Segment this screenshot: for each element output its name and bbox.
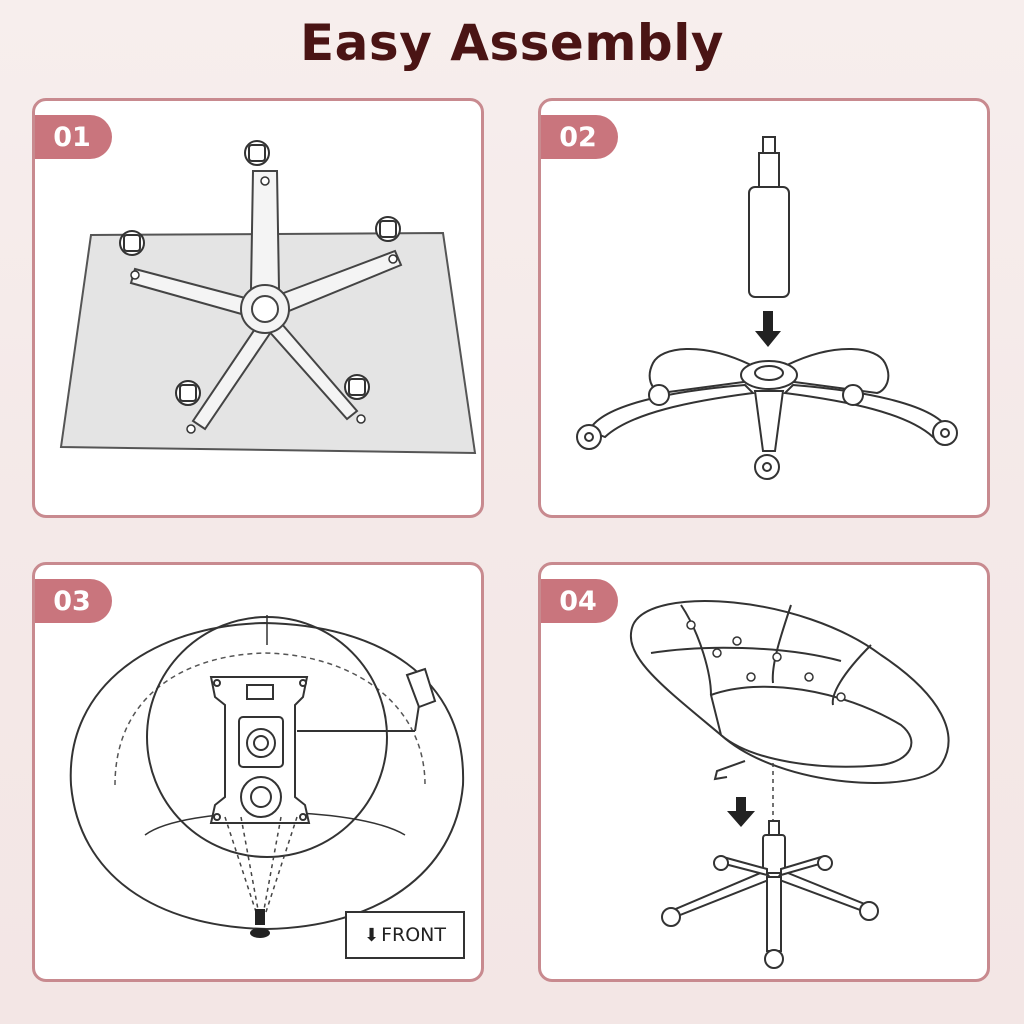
- front-label: FRONT: [381, 924, 446, 946]
- step-4-badge: 04: [541, 579, 618, 623]
- casters: [576, 384, 958, 480]
- step-4-illustration: [630, 600, 950, 969]
- down-arrow-icon: [755, 311, 781, 347]
- step-1-illustration: [59, 140, 477, 455]
- down-arrow-icon: ⬇: [364, 924, 380, 946]
- step-1-badge: 01: [35, 115, 112, 159]
- casters: [119, 140, 401, 406]
- seat-bowl: [630, 600, 950, 784]
- step-1-panel: 01: [32, 98, 484, 518]
- screw-icon: [250, 909, 270, 938]
- gas-lift: [748, 136, 790, 298]
- step-3-badge: 03: [35, 579, 112, 623]
- seat-plate-mechanism: [209, 676, 311, 824]
- step-4-panel: 04: [538, 562, 990, 982]
- chair-base: [669, 820, 869, 952]
- page-title: Easy Assembly: [300, 14, 724, 72]
- down-arrow-icon: [727, 797, 755, 827]
- step-2-badge: 02: [541, 115, 618, 159]
- casters: [661, 855, 879, 969]
- step-3-panel: 03: [32, 562, 484, 982]
- height-lever: [297, 667, 437, 732]
- step-2-illustration: [576, 136, 958, 480]
- front-direction-label: ⬇ FRONT: [345, 911, 465, 959]
- step-3-illustration: [69, 615, 465, 938]
- tufting-buttons: [686, 620, 846, 702]
- step-2-panel: 02: [538, 98, 990, 518]
- chair-base: [587, 347, 951, 452]
